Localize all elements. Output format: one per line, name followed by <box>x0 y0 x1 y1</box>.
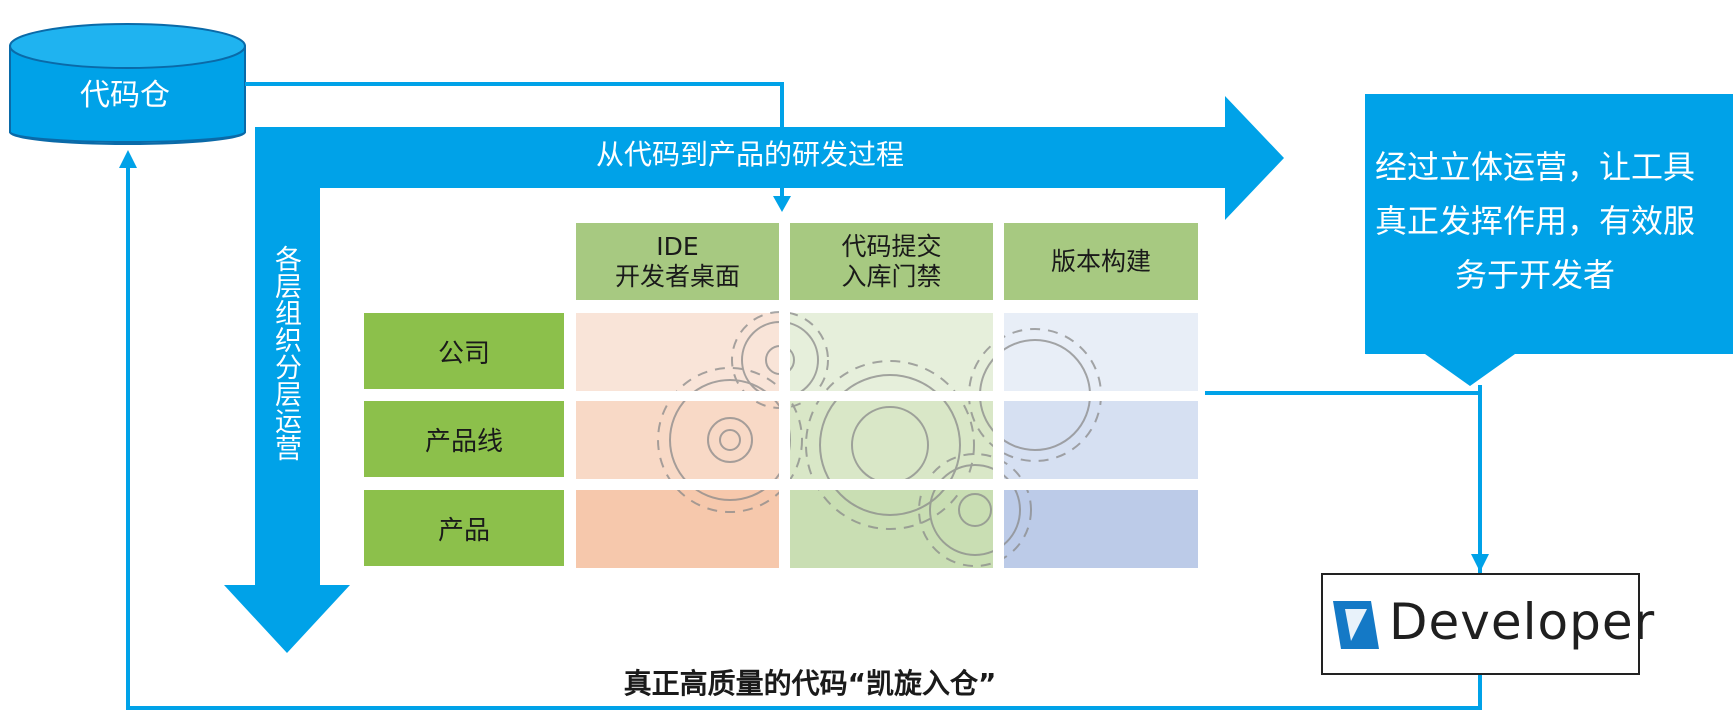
bottom-caption: 真正高质量的代码“凯旋入仓” <box>623 667 997 700</box>
repo-cylinder <box>9 23 246 145</box>
developer-arrowhead <box>1471 554 1489 572</box>
process-arrow-label: 从代码到产品的研发过程 <box>595 138 904 171</box>
repo-to-matrix-arrowhead <box>773 196 791 212</box>
column-header-code-commit: 代码提交 入库门禁 <box>790 223 993 300</box>
column-header-ide: IDE 开发者桌面 <box>576 223 779 300</box>
matrix-cells <box>576 313 1198 568</box>
process-arrow <box>224 96 1284 653</box>
column-header-line1: IDE <box>656 231 699 261</box>
developer-logo-icon <box>1333 601 1379 649</box>
callout-box <box>1365 94 1733 386</box>
layered-ops-label: 各层组织分层运营 <box>270 245 301 461</box>
row-header-product: 产品 <box>364 490 564 566</box>
row-header-product-line: 产品线 <box>364 401 564 477</box>
column-header-line2: 开发者桌面 <box>614 261 740 291</box>
column-header-build: 版本构建 <box>1004 223 1198 300</box>
callout-text: 经过立体运营，让工具真正发挥作用，有效服务于开发者 <box>1374 148 1695 294</box>
repo-label: 代码仓 <box>80 78 170 113</box>
return-loop-arrowhead <box>119 150 137 168</box>
column-header-line1: 版本构建 <box>1050 246 1151 276</box>
row-header-company: 公司 <box>364 313 564 389</box>
column-header-line1: 代码提交 <box>841 231 942 261</box>
return-loop-line <box>126 165 1482 710</box>
developer-label: Developer <box>1389 593 1656 651</box>
grid-separators <box>570 222 1205 572</box>
column-header-line2: 入库门禁 <box>841 261 942 291</box>
repo-to-matrix-line <box>245 82 784 200</box>
developer-box: Developer <box>1321 573 1654 675</box>
